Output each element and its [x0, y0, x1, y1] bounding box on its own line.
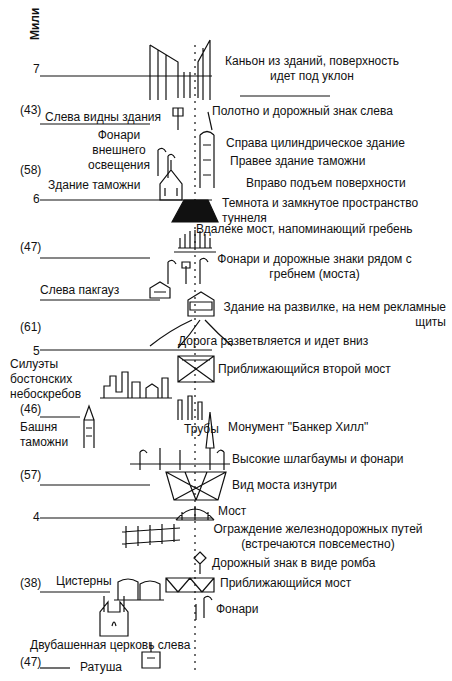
- mile-line: [40, 349, 212, 350]
- building-canyon: [150, 40, 210, 100]
- separator-line: [40, 257, 150, 258]
- cylinder-building: [200, 132, 214, 189]
- bridge-interior: [166, 472, 226, 500]
- landmark-label: Полотно и дорожный знак слева: [212, 104, 393, 119]
- landmark-label: Вдалеке мост, напоминающий гребень: [196, 222, 413, 237]
- segment-number: (46): [20, 402, 41, 417]
- customs-tower: [84, 406, 94, 448]
- landmark-label: Монумент "Банкер Хилл": [228, 420, 368, 435]
- segment-number: (43): [20, 103, 41, 118]
- landmark-label: Приближающийся второй мост: [218, 362, 391, 377]
- landmark-label: Двубашенная церковь слева: [30, 638, 190, 653]
- separator-line: [40, 299, 160, 300]
- segment-number: (47): [20, 240, 41, 255]
- landmark-label: Слева видны здания: [45, 110, 161, 125]
- mile-number: 5: [33, 344, 40, 359]
- chimneys: [178, 396, 202, 420]
- landmark-label: Трубы: [184, 422, 219, 437]
- landmark-label: Вправо подъем поверхности: [246, 176, 406, 191]
- second-bridge: [178, 356, 214, 382]
- landmark-label: Дорога разветвляется и идет вниз: [178, 334, 368, 349]
- bridge: [176, 506, 214, 520]
- mile-number: 7: [33, 62, 40, 77]
- lamps: [196, 596, 212, 620]
- segment-number: (57): [20, 468, 41, 483]
- segment-number: (47): [20, 655, 41, 670]
- diamond-sign: [194, 552, 206, 574]
- landmark-label: Здание на развилке, на нем рекламные щит…: [198, 300, 446, 330]
- separator-line: [40, 484, 150, 485]
- landmark-label: Высокие шлагбаумы и фонари: [232, 452, 404, 467]
- customs-building: [160, 160, 182, 200]
- landmark-label: Ратуша: [80, 660, 122, 675]
- axis-title: Мили: [28, 8, 43, 40]
- landmark-label: Каньон из зданий, поверхность идет под у…: [212, 54, 412, 84]
- mile-number: 4: [33, 510, 40, 525]
- tanks: [114, 579, 164, 600]
- separator-line: [40, 667, 70, 668]
- street-lamps: [158, 148, 175, 178]
- segment-number: (58): [20, 163, 41, 178]
- warehouse: [150, 282, 170, 298]
- landmark-label: Фонари: [216, 602, 258, 617]
- separator-line: [40, 591, 110, 592]
- landmark-label: Здание таможни: [48, 178, 140, 193]
- fork-building: [188, 292, 214, 316]
- mile-number: 6: [33, 192, 40, 207]
- separator-line: [40, 416, 80, 417]
- approaching-bridge: [166, 578, 214, 592]
- landmark-label: Темнота и замкнутое пространство туннеля: [222, 196, 437, 226]
- landmark-label: Ограждение железнодорожных путей (встреч…: [204, 522, 432, 552]
- segment-number: (61): [20, 320, 41, 335]
- landmark-label: Правее здание таможни: [230, 154, 365, 169]
- tunnel: [172, 200, 218, 222]
- landmark-label: Башня таможни: [20, 420, 80, 450]
- separator-line: [240, 95, 330, 96]
- rail-fence: [122, 524, 180, 548]
- twin-tower-church: [100, 596, 128, 636]
- landmark-label: Фонари внешнего освещения: [84, 128, 154, 173]
- skyline: [100, 372, 172, 398]
- landmark-label: Вид моста изнутри: [232, 478, 337, 493]
- road-sign: [173, 108, 212, 130]
- landmark-label: Дорожный знак в виде ромба: [212, 556, 375, 571]
- landmark-label: Силуэты бостонских небоскребов: [10, 357, 100, 402]
- mile-line: [40, 75, 212, 76]
- segment-number: (38): [20, 576, 41, 591]
- landmark-label: Справа цилиндрическое здание: [226, 136, 405, 151]
- landmark-label: Приближающийся мост: [220, 576, 351, 591]
- lamps-and-signs: [168, 258, 208, 284]
- mile-line: [40, 517, 212, 518]
- landmark-label: Слева пакгауз: [40, 283, 119, 298]
- landmark-label: Мост: [218, 504, 246, 519]
- landmark-label: Цистерны: [56, 574, 112, 589]
- landmark-label: Фонари и дорожные знаки рядом с гребнем …: [212, 252, 417, 282]
- barriers-and-lamps: [130, 448, 230, 470]
